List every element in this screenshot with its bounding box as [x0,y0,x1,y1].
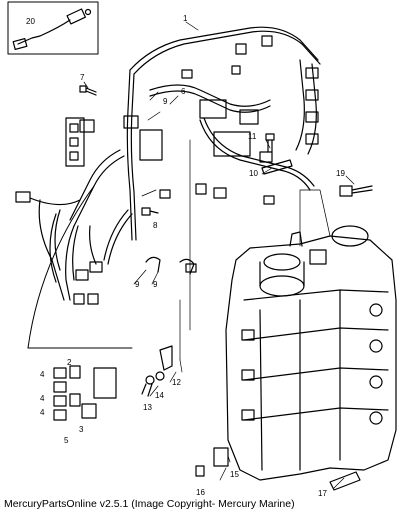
bolt-part-7 [79,85,97,96]
callout-9b: 9 [135,280,140,289]
callout-9: 9 [163,97,168,106]
callout-14: 14 [155,391,164,400]
clamp-part-10 [261,159,293,175]
leader-lines [83,21,355,489]
callout-16: 16 [196,488,205,497]
callout-10: 10 [249,169,258,178]
main-wiring-harness [15,26,321,305]
bolt-part-11 [265,133,275,153]
callout-17: 17 [318,489,327,498]
callout-6: 6 [181,87,186,96]
bolt-part-8 [141,207,159,216]
callout-2: 2 [67,358,72,367]
detail-connectors [53,365,117,421]
clips-part-9 [145,256,197,275]
callout-1: 1 [183,14,188,23]
bolt-part-16 [195,465,205,477]
detail-callout-curve [27,185,95,349]
bracket-part-12 [159,345,173,371]
callout-labels: 1 6 9 7 11 10 19 8 9 9 2 4 4 4 3 5 12 14… [26,14,345,498]
callout-20: 20 [26,17,35,26]
callout-4a: 4 [40,370,45,379]
callout-11: 11 [248,132,257,141]
washer-part-14 [155,371,165,381]
copyright-caption: MercuryPartsOnline v2.5.1 (Image Copyrig… [4,498,295,510]
harness-branch-wires [29,197,97,301]
callout-12: 12 [172,378,181,387]
callout-8: 8 [153,221,158,230]
sensor-part-19 [339,185,373,197]
callout-4b: 4 [40,394,45,403]
inset-box-part-20 [7,1,99,55]
callout-13: 13 [143,403,152,412]
sensor-lead-part-20 [12,8,92,51]
bracket-part-15 [213,447,229,467]
callout-19: 19 [336,169,345,178]
callout-9c: 9 [153,280,158,289]
callout-3: 3 [79,425,84,434]
callout-15: 15 [230,470,239,479]
engine-block [225,225,397,481]
callout-7: 7 [80,73,85,82]
callout-4c: 4 [40,408,45,417]
sensor-part-17 [329,471,361,491]
callout-5: 5 [64,436,69,445]
bolt-part-13 [141,375,155,397]
